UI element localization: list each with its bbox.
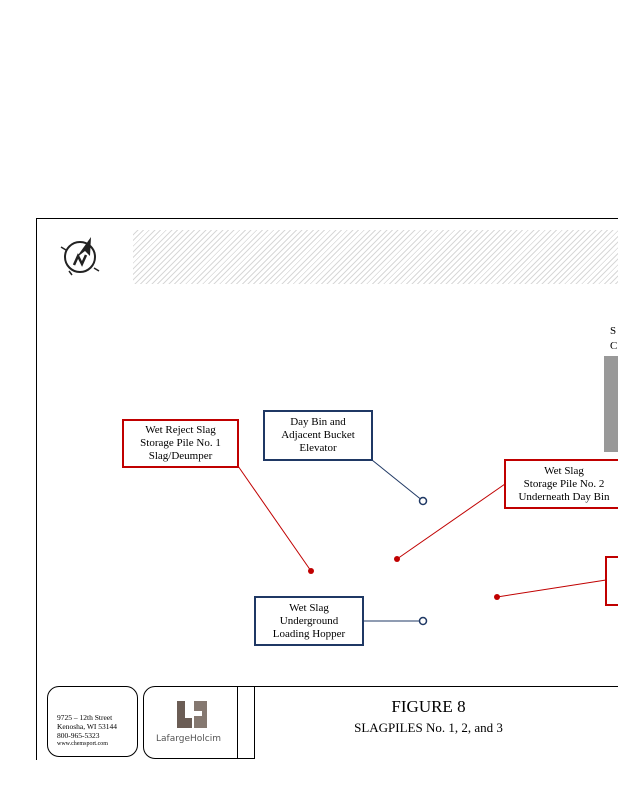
website: www.chemsport.com bbox=[57, 741, 108, 747]
north-arrow-icon bbox=[56, 232, 106, 280]
leader-line-pile-3 bbox=[496, 579, 607, 598]
frame-border-top bbox=[37, 218, 618, 219]
label-line: S bbox=[610, 325, 617, 337]
label-wet-reject-slag-pile-1: Wet Reject Slag Storage Pile No. 1 Slag/… bbox=[122, 419, 239, 468]
lafargeholcim-logo-icon bbox=[177, 701, 207, 733]
label-line: Storage Pile No. 1 bbox=[140, 437, 221, 449]
title-block: FIGURE 8 SLAGPILES No. 1, 2, and 3 bbox=[237, 686, 618, 759]
partial-label-right: S C bbox=[610, 324, 617, 354]
marker-pile-2 bbox=[394, 556, 400, 562]
address-card: 9725 – 12th Street Kenosha, WI 53144 800… bbox=[47, 686, 138, 757]
gray-structure bbox=[604, 356, 618, 452]
label-line: Adjacent Bucket bbox=[281, 429, 355, 441]
hatched-area bbox=[133, 230, 618, 284]
label-line: Underneath Day Bin bbox=[518, 490, 610, 503]
address-street: 9725 – 12th Street bbox=[57, 713, 113, 722]
phone: 800-965-5323 bbox=[57, 731, 100, 740]
frame-border-left bbox=[36, 218, 37, 760]
label-line: Storage Pile No. 2 bbox=[523, 477, 605, 490]
label-line: Wet Slag bbox=[544, 464, 584, 477]
leader-line-day-bin bbox=[371, 459, 424, 502]
label-line: C bbox=[610, 340, 618, 352]
label-line: Slag/Deumper bbox=[148, 450, 213, 462]
label-underground-hopper: Wet Slag Underground Loading Hopper bbox=[254, 596, 364, 646]
logo-card: LafargeHolcim bbox=[143, 686, 255, 759]
marker-day-bin bbox=[418, 496, 428, 506]
marker-hopper bbox=[418, 616, 428, 626]
label-line: Underground bbox=[279, 614, 339, 627]
marker-pile-3 bbox=[494, 594, 500, 600]
label-pile-3-partial bbox=[605, 556, 618, 606]
leader-line-pile-2 bbox=[396, 483, 506, 560]
label-line: Wet Reject Slag bbox=[145, 424, 216, 436]
label-wet-slag-pile-2: Wet Slag Storage Pile No. 2 Underneath D… bbox=[504, 459, 618, 509]
label-line: Loading Hopper bbox=[272, 627, 346, 640]
figure-subtitle: SLAGPILES No. 1, 2, and 3 bbox=[354, 720, 503, 735]
leader-line-pile-1 bbox=[237, 465, 312, 572]
label-line: Wet Slag bbox=[289, 601, 329, 614]
marker-pile-1 bbox=[308, 568, 314, 574]
label-line: Day Bin and bbox=[290, 416, 346, 428]
figure-title: FIGURE 8 bbox=[391, 697, 466, 716]
address-city: Kenosha, WI 53144 bbox=[57, 722, 118, 731]
label-line: Elevator bbox=[299, 442, 337, 454]
logo-text: LafargeHolcim bbox=[156, 734, 221, 744]
label-day-bin: Day Bin and Adjacent Bucket Elevator bbox=[263, 410, 373, 461]
